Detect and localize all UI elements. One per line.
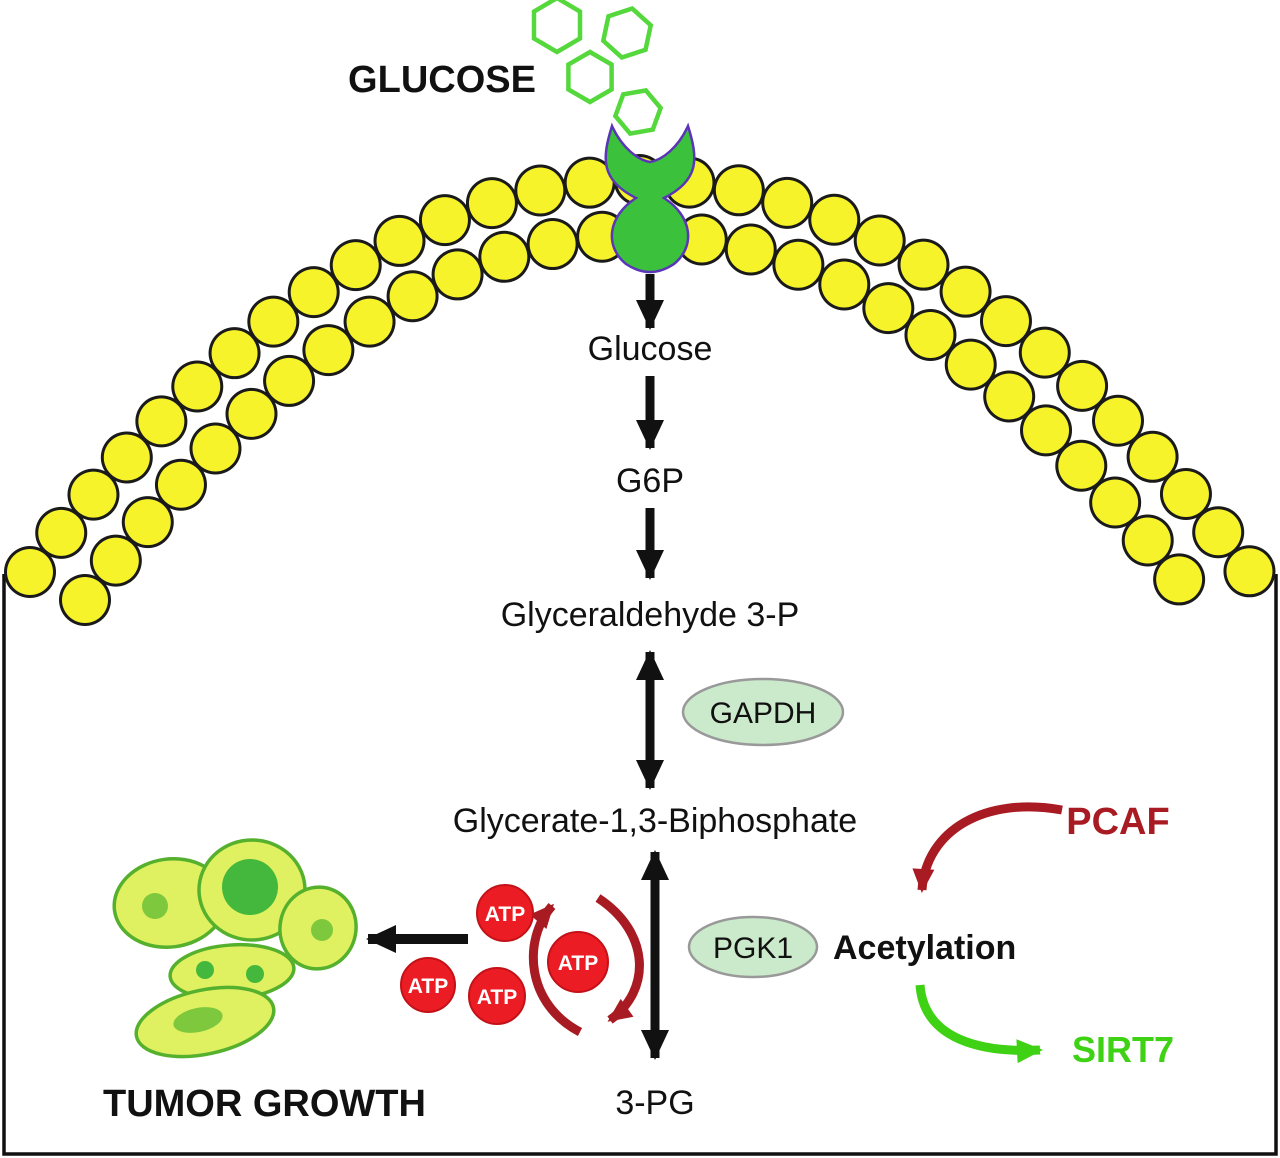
glucose-title: GLUCOSE — [348, 59, 536, 101]
cell-membrane-inner — [59, 209, 1221, 626]
glucose-hexagon-icon — [612, 87, 664, 137]
pgk1-label: PGK1 — [713, 932, 793, 965]
atp-badge: ATP — [468, 967, 526, 1025]
pathway-arrows — [636, 274, 669, 1060]
glucose-hexagons — [531, 0, 664, 137]
pcaf-arrow — [912, 802, 1063, 893]
atp-cycle-arrows — [528, 894, 644, 1036]
ga3p-label: Glyceraldehyde 3-P — [501, 596, 800, 634]
g13bp-label: Glycerate-1,3-Biphosphate — [453, 802, 857, 840]
sirt7-label: SIRT7 — [1072, 1029, 1174, 1070]
glucose-hexagon-icon — [600, 6, 654, 60]
3pg-label: 3-PG — [615, 1084, 694, 1122]
atp-label: ATP — [558, 952, 598, 975]
pgk1-enzyme: PGK1 — [687, 915, 819, 979]
sirt7-arrow — [915, 984, 1043, 1064]
atp-label: ATP — [485, 903, 525, 926]
tumor-cells — [112, 838, 358, 1059]
g6p-label: G6P — [616, 462, 684, 500]
gapdh-label: GAPDH — [710, 697, 817, 730]
atp-badge: ATP — [547, 931, 609, 993]
cell-nucleus — [173, 1007, 223, 1033]
cell-nucleus — [142, 893, 168, 919]
recycle-arrow-right — [595, 894, 644, 1024]
acetylation-label: Acetylation — [833, 929, 1016, 967]
recycle-arrow-left — [528, 903, 583, 1036]
glucose-label: Glucose — [588, 330, 713, 368]
glucose-transporter — [604, 122, 696, 274]
atp-label: ATP — [408, 975, 448, 998]
cell-nucleus — [311, 919, 333, 941]
cell-nucleus — [222, 859, 278, 915]
atp-badge: ATP — [400, 957, 456, 1013]
glucose-hexagon-icon — [531, 0, 583, 55]
gapdh-enzyme: GAPDH — [681, 677, 845, 747]
atp-badge: ATP — [476, 884, 534, 942]
pcaf-label: PCAF — [1066, 801, 1169, 843]
atp-badges: ATP ATP ATP ATP — [400, 884, 609, 1025]
atp-label: ATP — [477, 986, 517, 1009]
cell-nucleus — [246, 965, 264, 983]
glucose-hexagon-icon — [566, 49, 614, 105]
tumor-growth-label: TUMOR GROWTH — [103, 1083, 426, 1125]
cell-interior-border — [2, 574, 1278, 1156]
cell-nucleus — [196, 961, 214, 979]
